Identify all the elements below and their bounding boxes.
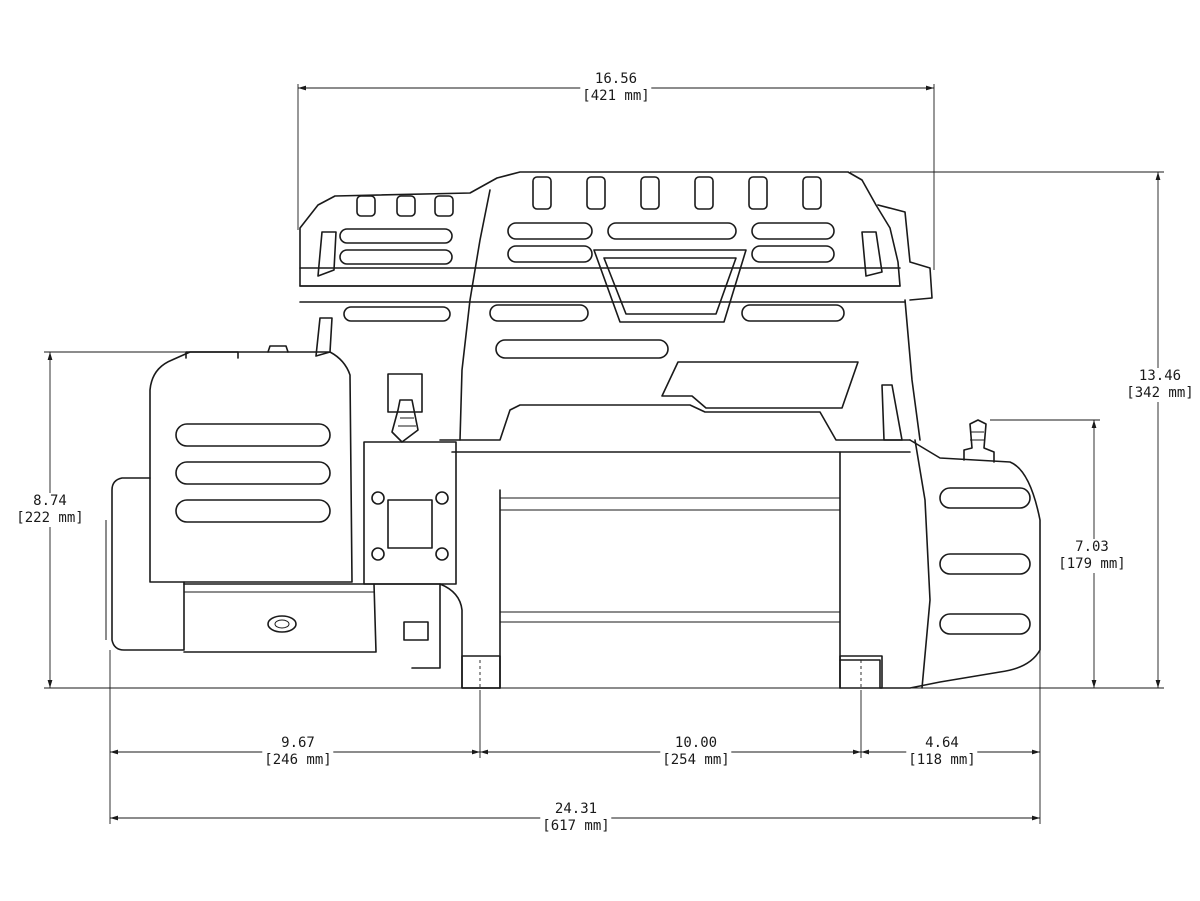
- dimension-lines: [44, 84, 1164, 824]
- dim-height-left-mm: [222 mm]: [16, 510, 84, 526]
- dim-height-left: 8.74 [222 mm]: [14, 493, 86, 527]
- dim-height-left-inches: 8.74: [33, 493, 67, 509]
- dim-foot-to-end-inches: 4.64: [925, 735, 959, 751]
- dim-foot-to-foot-inches: 10.00: [674, 735, 718, 751]
- dim-height-drum-inches: 7.03: [1075, 539, 1109, 555]
- dim-overall-length-inches: 24.31: [554, 801, 598, 817]
- dim-motor-to-foot: 9.67 [246 mm]: [262, 735, 334, 769]
- top-cover: [299, 171, 933, 441]
- dim-height-drum-mm: [179 mm]: [1058, 556, 1126, 572]
- dim-height-right-inches: 13.46: [1138, 368, 1182, 384]
- dim-overall-length-mm: [617 mm]: [542, 818, 610, 834]
- motor: [105, 345, 377, 653]
- dim-overall-top-inches: 16.56: [594, 71, 638, 87]
- dim-overall-top-mm: [421 mm]: [582, 88, 650, 104]
- dim-motor-to-foot-inches: 9.67: [281, 735, 315, 751]
- winch-outline: [105, 171, 1041, 689]
- dim-foot-to-foot-mm: [254 mm]: [662, 752, 730, 768]
- dim-foot-to-end-mm: [118 mm]: [908, 752, 976, 768]
- dim-foot-to-end: 4.64 [118 mm]: [906, 735, 978, 769]
- dim-overall-top: 16.56 [421 mm]: [580, 71, 652, 105]
- control-block: [363, 373, 501, 689]
- dim-height-drum: 7.03 [179 mm]: [1056, 539, 1128, 573]
- dim-overall-length: 24.31 [617 mm]: [540, 801, 612, 835]
- frame: [439, 299, 921, 689]
- end-housing: [839, 419, 1041, 689]
- dim-height-right-mm: [342 mm]: [1126, 385, 1194, 401]
- dim-foot-to-foot: 10.00 [254 mm]: [660, 735, 732, 769]
- dim-height-right: 13.46 [342 mm]: [1124, 368, 1196, 402]
- dim-motor-to-foot-mm: [246 mm]: [264, 752, 332, 768]
